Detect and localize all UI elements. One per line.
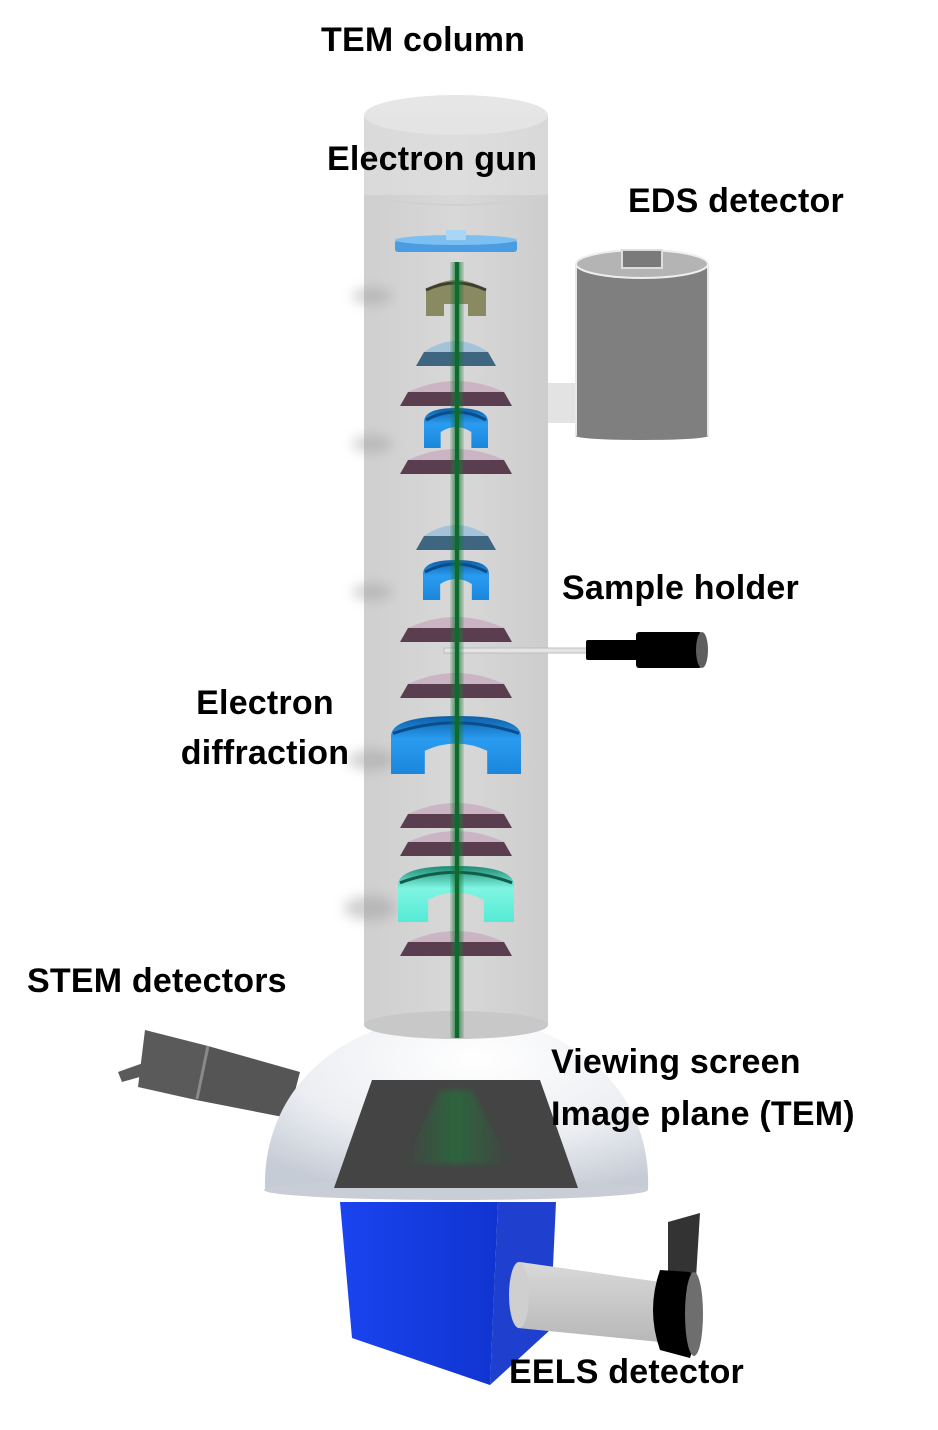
title-tem-column: TEM column — [321, 21, 526, 59]
label-eds-detector: EDS detector — [628, 182, 844, 220]
label-electron-diffraction: Electron diffraction — [170, 686, 360, 770]
eels-detector-shape — [509, 1213, 703, 1358]
electron-gun-shape — [395, 230, 517, 252]
electron-beam-core — [455, 262, 459, 1038]
label-eels-detector: EELS detector — [509, 1353, 744, 1391]
lens-shadows — [344, 288, 396, 920]
label-electron-gun: Electron gun — [327, 140, 538, 178]
sample-holder-shape — [443, 632, 708, 668]
label-viewing-screen-line1: Viewing screen — [551, 1043, 801, 1081]
eds-detector-shape — [575, 249, 709, 440]
label-viewing-screen: Viewing screen Image plane (TEM) — [551, 1045, 855, 1131]
label-sample-holder: Sample holder — [562, 569, 799, 607]
label-electron-diffraction-line2: diffraction — [180, 734, 350, 772]
label-electron-diffraction-line1: Electron — [196, 684, 334, 722]
viewing-screen-shape — [334, 1080, 578, 1188]
stem-detector-shape — [118, 1030, 300, 1118]
label-viewing-screen-line2: Image plane (TEM) — [551, 1095, 855, 1133]
label-stem-detectors: STEM detectors — [27, 962, 287, 1000]
